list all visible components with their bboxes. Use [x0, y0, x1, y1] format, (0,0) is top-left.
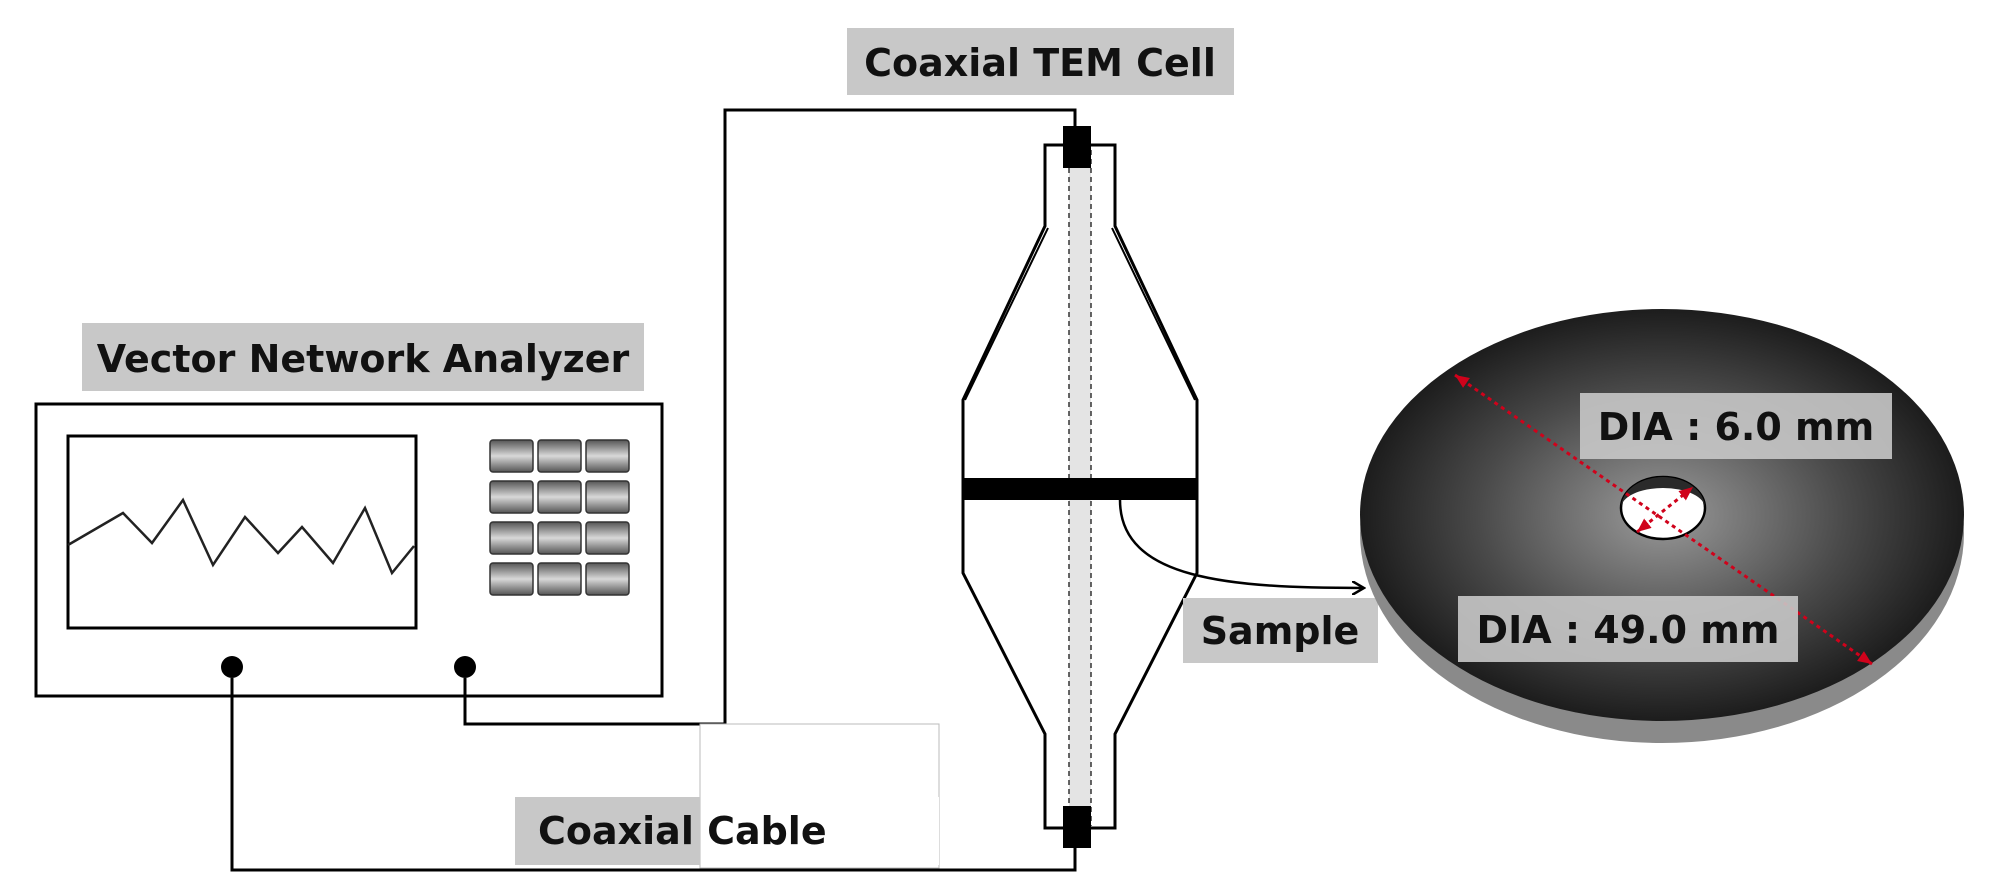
sample-label-text: Sample	[1201, 609, 1360, 653]
vna-key	[585, 480, 630, 514]
sample-pointer-arrow	[1118, 499, 1364, 588]
vna-trace	[67, 497, 415, 576]
vna-key	[489, 562, 534, 596]
vna-key	[537, 480, 582, 514]
tem-connector-top	[1063, 126, 1091, 168]
tem-connector-bottom	[1063, 806, 1091, 848]
vna-key	[585, 562, 630, 596]
vna-key	[537, 439, 582, 473]
cable-label-text: Coaxial Cable	[538, 809, 827, 853]
vna-screen	[66, 434, 418, 630]
outer-dia-label: DIA : 49.0 mm	[1458, 596, 1798, 662]
tem-sample-holder	[963, 478, 1197, 500]
coaxial-cable-lines	[230, 108, 1077, 872]
inner-dia-label: DIA : 6.0 mm	[1580, 393, 1892, 459]
tem-cell-body	[961, 126, 1364, 848]
vna-key	[489, 521, 534, 555]
vna-key	[585, 521, 630, 555]
vna-port-2	[454, 656, 476, 678]
vna-label: Vector Network Analyzer	[82, 323, 644, 391]
outer-dia-label-text: DIA : 49.0 mm	[1477, 608, 1780, 652]
vna-instrument	[34, 402, 664, 698]
vna-label-text: Vector Network Analyzer	[97, 337, 630, 381]
vna-key	[489, 439, 534, 473]
tem-cell-label: Coaxial TEM Cell	[847, 28, 1234, 95]
sample-disk: DIA : 6.0 mm DIA : 49.0 mm	[1360, 309, 1964, 743]
inner-dia-label-text: DIA : 6.0 mm	[1598, 405, 1874, 449]
vna-keypad	[489, 439, 630, 596]
vna-key	[489, 480, 534, 514]
vna-port-1	[221, 656, 243, 678]
inner-diameter-arrow	[1636, 485, 1694, 534]
vna-key	[537, 521, 582, 555]
tem-cell-label-text: Coaxial TEM Cell	[864, 41, 1216, 85]
cable-label: Coaxial Cable	[515, 723, 940, 869]
vna-key	[537, 562, 582, 596]
vna-key	[585, 439, 630, 473]
sample-label: Sample	[1183, 598, 1378, 663]
